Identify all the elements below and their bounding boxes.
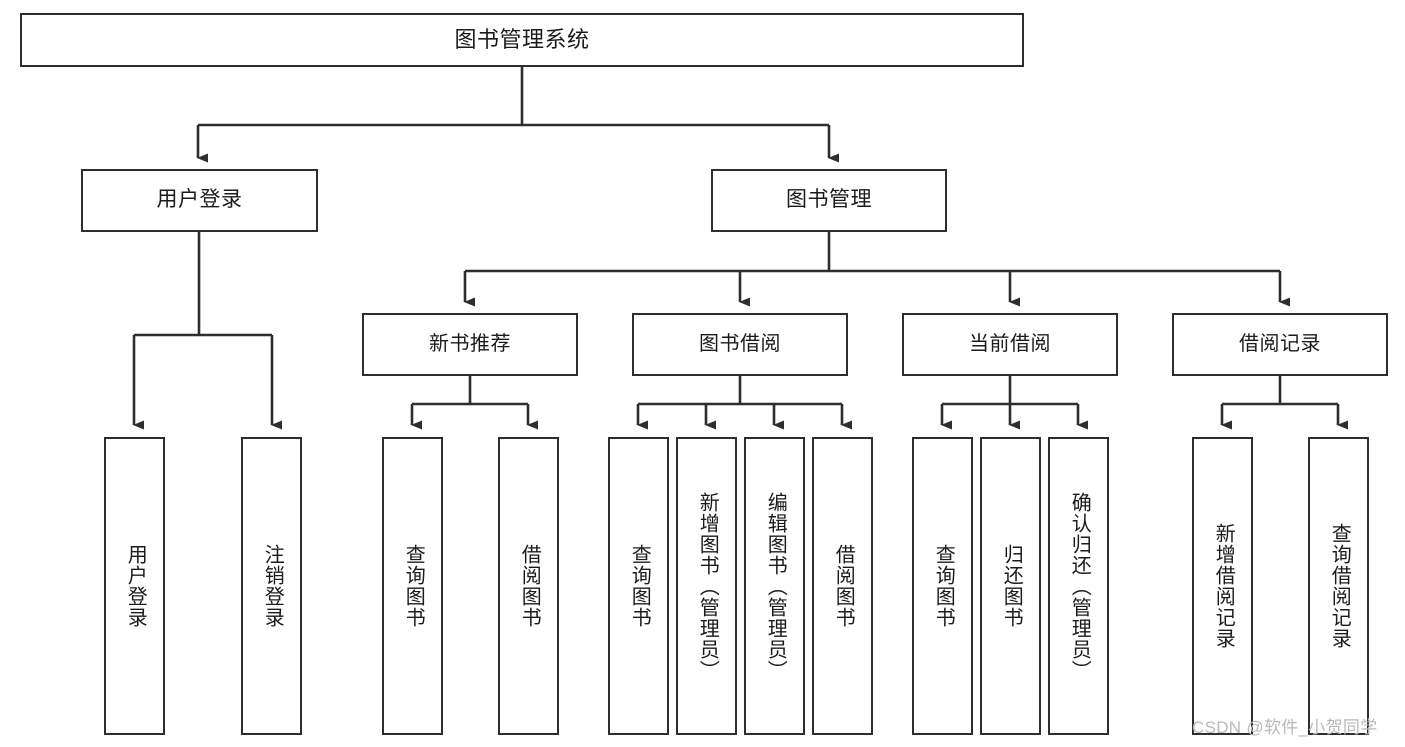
node-label: 查询图书 xyxy=(402,544,425,628)
node-label: 图书借阅 xyxy=(699,332,781,355)
node-root-system[interactable]: 图书管理系统 xyxy=(20,13,1024,67)
node-label: 用户登录 xyxy=(156,188,243,212)
node-user-login[interactable]: 用户登录 xyxy=(81,169,318,232)
node-label: 新书推荐 xyxy=(429,332,511,355)
leaf-user-login-signin[interactable]: 用户登录 xyxy=(104,437,165,735)
leaf-borrow-query-book[interactable]: 查询图书 xyxy=(608,437,669,735)
leaf-recommend-borrow-book[interactable]: 借阅图书 xyxy=(498,437,559,735)
node-label: 编辑图书（管理员） xyxy=(764,491,787,681)
leaf-current-return-book[interactable]: 归还图书 xyxy=(980,437,1041,735)
watermark: CSDN @软件_小贺同学 xyxy=(1192,718,1378,737)
node-label: 图书管理系统 xyxy=(454,27,590,53)
node-label: 借阅图书 xyxy=(518,544,541,628)
node-label: 新增借阅记录 xyxy=(1212,523,1235,649)
leaf-recommend-query-book[interactable]: 查询图书 xyxy=(382,437,443,735)
node-label: 确认归还（管理员） xyxy=(1068,491,1091,681)
leaf-records-add-record[interactable]: 新增借阅记录 xyxy=(1192,437,1253,735)
node-label: 查询图书 xyxy=(932,544,955,628)
node-label: 查询图书 xyxy=(628,544,651,628)
node-label: 注销登录 xyxy=(261,544,284,628)
node-book-management[interactable]: 图书管理 xyxy=(711,169,947,232)
node-borrow-records[interactable]: 借阅记录 xyxy=(1172,313,1388,376)
node-book-borrow[interactable]: 图书借阅 xyxy=(632,313,848,376)
node-label: 新增图书（管理员） xyxy=(696,491,719,681)
leaf-borrow-add-book-admin[interactable]: 新增图书（管理员） xyxy=(676,437,737,735)
leaf-borrow-borrow-book[interactable]: 借阅图书 xyxy=(812,437,873,735)
node-new-book-recommend[interactable]: 新书推荐 xyxy=(362,313,578,376)
node-label: 借阅图书 xyxy=(832,544,855,628)
node-label: 归还图书 xyxy=(1000,544,1023,628)
leaf-records-query-record[interactable]: 查询借阅记录 xyxy=(1308,437,1369,735)
node-label: 查询借阅记录 xyxy=(1328,523,1351,649)
node-label: 借阅记录 xyxy=(1239,332,1321,355)
node-current-borrow[interactable]: 当前借阅 xyxy=(902,313,1118,376)
node-label: 用户登录 xyxy=(124,544,147,628)
leaf-user-login-signout[interactable]: 注销登录 xyxy=(241,437,302,735)
node-label: 图书管理 xyxy=(786,188,872,212)
node-label: 当前借阅 xyxy=(969,332,1051,355)
leaf-borrow-edit-book-admin[interactable]: 编辑图书（管理员） xyxy=(744,437,805,735)
leaf-current-confirm-return-admin[interactable]: 确认归还（管理员） xyxy=(1048,437,1109,735)
leaf-current-query-book[interactable]: 查询图书 xyxy=(912,437,973,735)
